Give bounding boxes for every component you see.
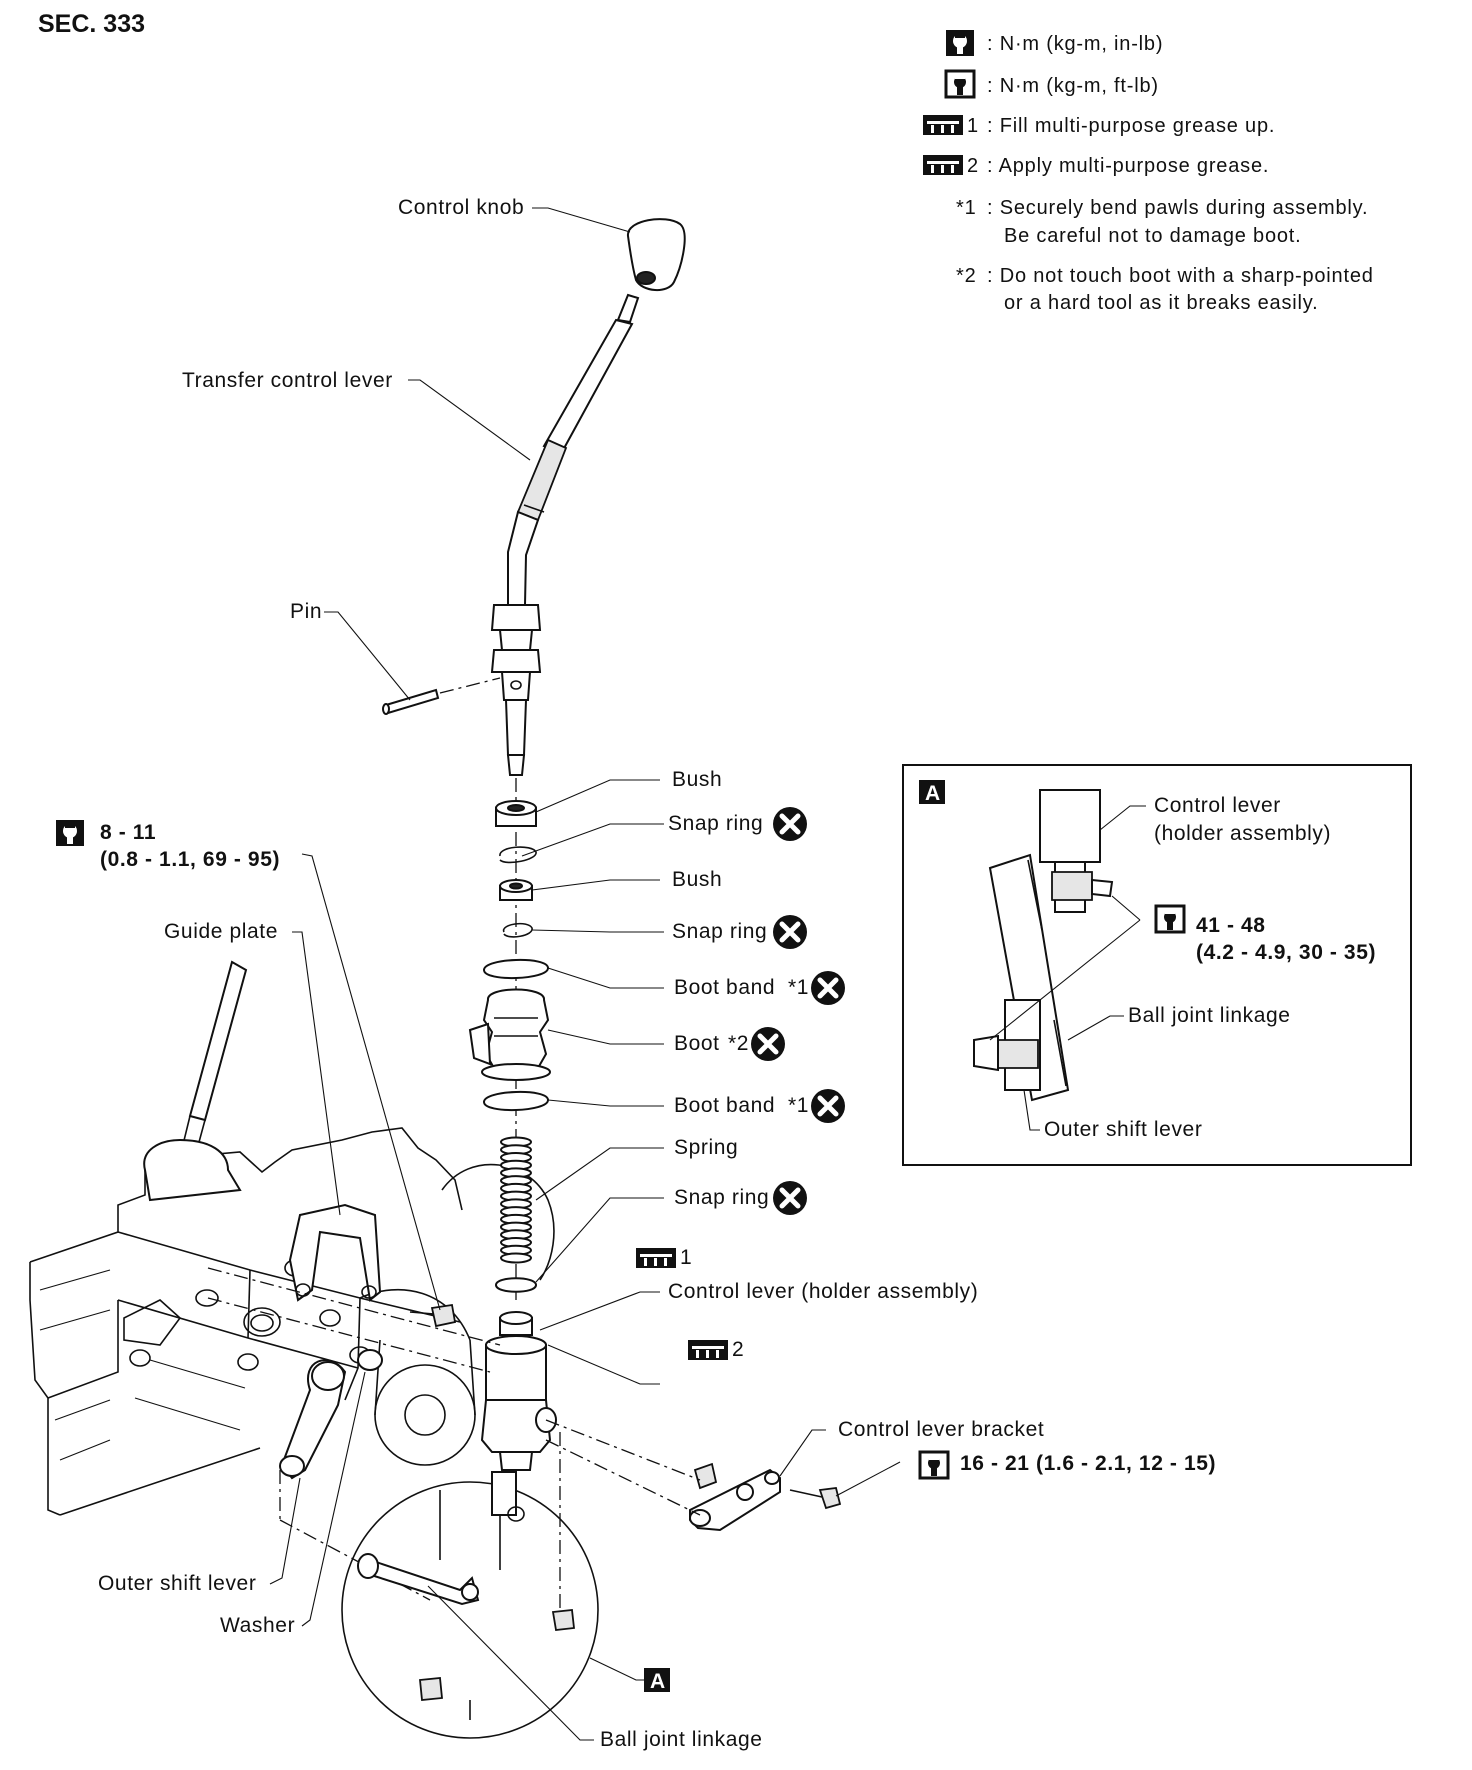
grease-icon [923,115,963,135]
label-boot-band-2: Boot band [674,1094,775,1117]
label-boot-band-2-note: *1 [788,1094,809,1117]
legend-note2-line1: : Do not touch boot with a sharp-pointed [987,265,1374,287]
label-control-lever-holder: Control lever (holder assembly) [668,1280,978,1303]
label-boot-band-1: Boot band [674,976,775,999]
label-control-lever-bracket: Control lever bracket [838,1418,1044,1441]
label-guide-plate: Guide plate [164,920,278,943]
label-snap-ring-2: Snap ring [672,920,767,943]
control-knob [627,218,686,291]
label-snap-ring-3: Snap ring [674,1186,769,1209]
snap-ring-3 [494,1277,538,1293]
snap-ring-2 [503,922,533,938]
replace-part-icon [751,1027,785,1061]
label-transfer-control-lever: Transfer control lever [182,369,393,392]
legend-grease1-text: : Fill multi-purpose grease up. [987,115,1275,137]
grease-icon [636,1248,676,1268]
label-control-knob: Control knob [398,196,524,219]
label-snap-ring-1: Snap ring [668,812,763,835]
torque-inlb-icon [946,30,974,56]
bush-1 [495,800,537,827]
inset-torque-line1: 41 - 48 [1196,914,1266,937]
inset-label-control-lever-1: Control lever [1154,794,1281,817]
label-pin: Pin [290,600,322,623]
torque-ftlb-icon [1154,904,1186,934]
leader-lines [269,207,1146,1741]
label-boot-band-1-note: *1 [788,976,809,999]
inset-label-outer-shift-lever: Outer shift lever [1044,1118,1202,1141]
label-grease-ref-2: 2 [732,1338,744,1361]
boot-band-2 [482,1091,550,1111]
legend-note1-line1: : Securely bend pawls during assembly. [987,197,1368,219]
replace-part-icon [773,807,807,841]
legend-grease1-num: 1 [967,115,979,137]
legend-grease2-num: 2 [967,155,979,177]
inset-tag: A [925,782,941,805]
label-spring: Spring [674,1136,738,1159]
legend-note2-line2: or a hard tool as it breaks easily. [1004,292,1318,314]
spring-coil [500,1252,532,1264]
label-ball-joint-linkage: Ball joint linkage [600,1728,763,1751]
transfer-control-lever [490,293,640,776]
replace-part-icon [811,971,845,1005]
inset-detail-a: A [902,764,1412,1166]
inset-torque-line2: (4.2 - 4.9, 30 - 35) [1196,941,1376,964]
torque-ftlb-icon [944,69,976,99]
label-washer: Washer [220,1614,295,1637]
replace-part-icon [773,1181,807,1215]
inset-label-ball-joint-linkage: Ball joint linkage [1128,1004,1291,1027]
replace-part-icon [811,1089,845,1123]
torque-bracket-bolt: 16 - 21 (1.6 - 2.1, 12 - 15) [960,1452,1216,1475]
label-outer-shift-lever: Outer shift lever [98,1572,256,1595]
detail-circle [341,1471,599,1739]
label-boot: Boot [674,1032,720,1055]
grease-icon [923,155,963,175]
spring [500,1136,532,1264]
label-grease-ref-1: 1 [680,1246,692,1269]
label-bush-1: Bush [672,768,722,791]
legend-torque-inlb: : N·m (kg-m, in-lb) [987,33,1163,55]
torque-guide-plate-line1: 8 - 11 [100,821,156,844]
label-detail-ref: A [650,1670,666,1693]
legend: : N·m (kg-m, in-lb) : N·m (kg-m, ft-lb) … [923,30,1374,314]
grease-icon [688,1340,728,1360]
outer-shift-lever [279,1349,383,1480]
replace-part-icon [773,915,807,949]
section-label: SEC. 333 [38,10,145,38]
legend-grease2-text: : Apply multi-purpose grease. [987,155,1269,177]
control-lever-holder [480,1311,557,1471]
legend-note1-line2: Be careful not to damage boot. [1004,225,1302,247]
inset-label-control-lever-2: (holder assembly) [1154,822,1331,845]
pin [382,677,501,715]
boot [468,988,551,1081]
control-lever-bracket [689,1462,842,1532]
legend-note2-mark: *2 [956,265,977,287]
legend-note1-mark: *1 [956,197,977,219]
label-bush-2: Bush [672,868,722,891]
torque-inlb-icon [56,820,84,846]
guide-plate [288,1203,457,1328]
torque-ftlb-icon [918,1450,950,1480]
snap-ring-1 [499,846,537,864]
alignment-lines [207,1267,701,1620]
legend-torque-ftlb: : N·m (kg-m, ft-lb) [987,75,1159,97]
boot-band-1 [482,959,550,979]
torque-guide-plate-line2: (0.8 - 1.1, 69 - 95) [100,848,280,871]
bush-2 [499,879,533,901]
transmission-shift-lever [143,960,248,1202]
label-boot-note: *2 [728,1032,749,1055]
